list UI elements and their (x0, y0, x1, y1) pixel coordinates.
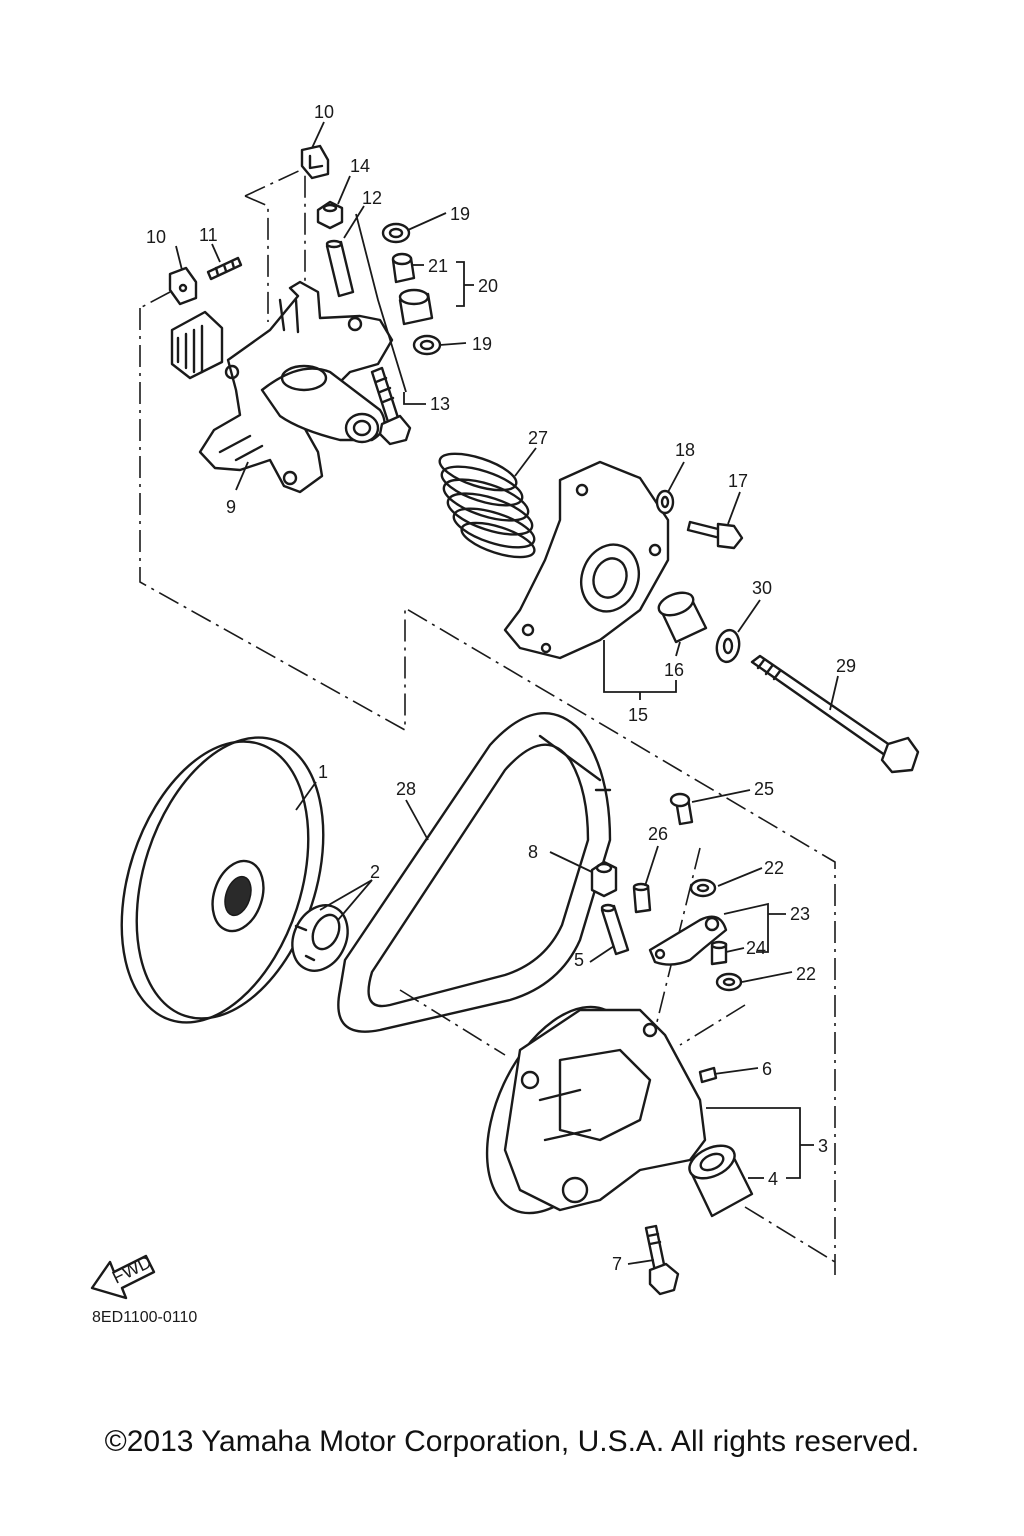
callout-8: 8 (528, 842, 538, 862)
callout-17: 17 (728, 471, 748, 491)
callout-19-top: 19 (450, 204, 470, 224)
callout-1: 1 (318, 762, 328, 782)
fwd-arrow-icon: FWD (90, 1252, 156, 1300)
callout-7: 7 (612, 1254, 622, 1274)
callout-30: 30 (752, 578, 772, 598)
callout-29: 29 (836, 656, 856, 676)
part-5-pin (600, 903, 630, 956)
callout-12: 12 (362, 188, 382, 208)
callout-11: 11 (199, 225, 218, 245)
part-3-movable-sheave (485, 1005, 707, 1215)
callout-22-bottom: 22 (796, 964, 816, 984)
part-21-bushing (391, 252, 416, 284)
leader-lines (175, 121, 839, 1265)
callout-19-bottom: 19 (472, 334, 492, 354)
part-2-slider (291, 904, 349, 972)
part-20-roller (398, 288, 434, 326)
part-18-washer (655, 489, 675, 515)
part-22-washer-top (689, 878, 717, 898)
part-4-bushing (688, 1144, 754, 1218)
callout-15: 15 (628, 705, 648, 725)
part-27-spring (438, 452, 536, 559)
part-26-pin (632, 882, 652, 914)
callout-3: 3 (818, 1136, 828, 1156)
part-23-roller-arm (648, 915, 728, 966)
callout-13: 13 (430, 394, 450, 414)
callout-2: 2 (370, 862, 380, 882)
part-12-pin (325, 239, 355, 298)
part-17-bolt (686, 520, 744, 550)
part-25-pin (669, 792, 694, 826)
callout-20: 20 (478, 276, 498, 296)
callout-16: 16 (664, 660, 684, 680)
callout-23: 23 (790, 904, 810, 924)
callout-labels: 10 14 12 10 11 19 21 20 19 13 9 27 18 17… (146, 102, 856, 1274)
callout-10-top: 10 (314, 102, 334, 122)
callout-24: 24 (746, 938, 766, 958)
callout-18: 18 (675, 440, 695, 460)
part-10-clip-top (300, 144, 330, 180)
part-19-washer-bottom (412, 334, 442, 356)
diagram-code: 8ED1100-0110 (92, 1309, 198, 1326)
callout-5: 5 (574, 950, 584, 970)
part-24-collar (710, 940, 728, 966)
callout-28: 28 (396, 779, 416, 799)
part-30-washer (715, 628, 741, 664)
callout-6: 6 (762, 1059, 772, 1079)
callout-26: 26 (648, 824, 668, 844)
part-15-cover (503, 460, 670, 660)
callout-25: 25 (754, 779, 774, 799)
callout-9: 9 (226, 497, 236, 517)
part-16-bushing (657, 591, 708, 644)
callout-4: 4 (768, 1169, 778, 1189)
part-8-nut (590, 860, 618, 898)
copyright-notice: ©2013 Yamaha Motor Corporation, U.S.A. A… (104, 1425, 920, 1458)
part-29-long-bolt (750, 654, 920, 774)
part-6-screw (698, 1066, 718, 1084)
part-9-spider-hub (170, 280, 394, 494)
callout-22-top: 22 (764, 858, 784, 878)
part-28-belt (337, 712, 612, 1033)
callout-27: 27 (528, 428, 548, 448)
callout-10-left: 10 (146, 227, 166, 247)
part-14-nut (316, 200, 344, 230)
part-10-clip-left (168, 266, 198, 306)
callout-21: 21 (428, 256, 448, 276)
part-22-washer-bottom (715, 972, 743, 992)
part-1-fixed-sheave (120, 736, 325, 1024)
callout-14: 14 (350, 156, 370, 176)
part-13-bolt (370, 366, 412, 446)
part-19-washer-top (381, 222, 411, 244)
part-11-spring-pin (206, 256, 243, 281)
